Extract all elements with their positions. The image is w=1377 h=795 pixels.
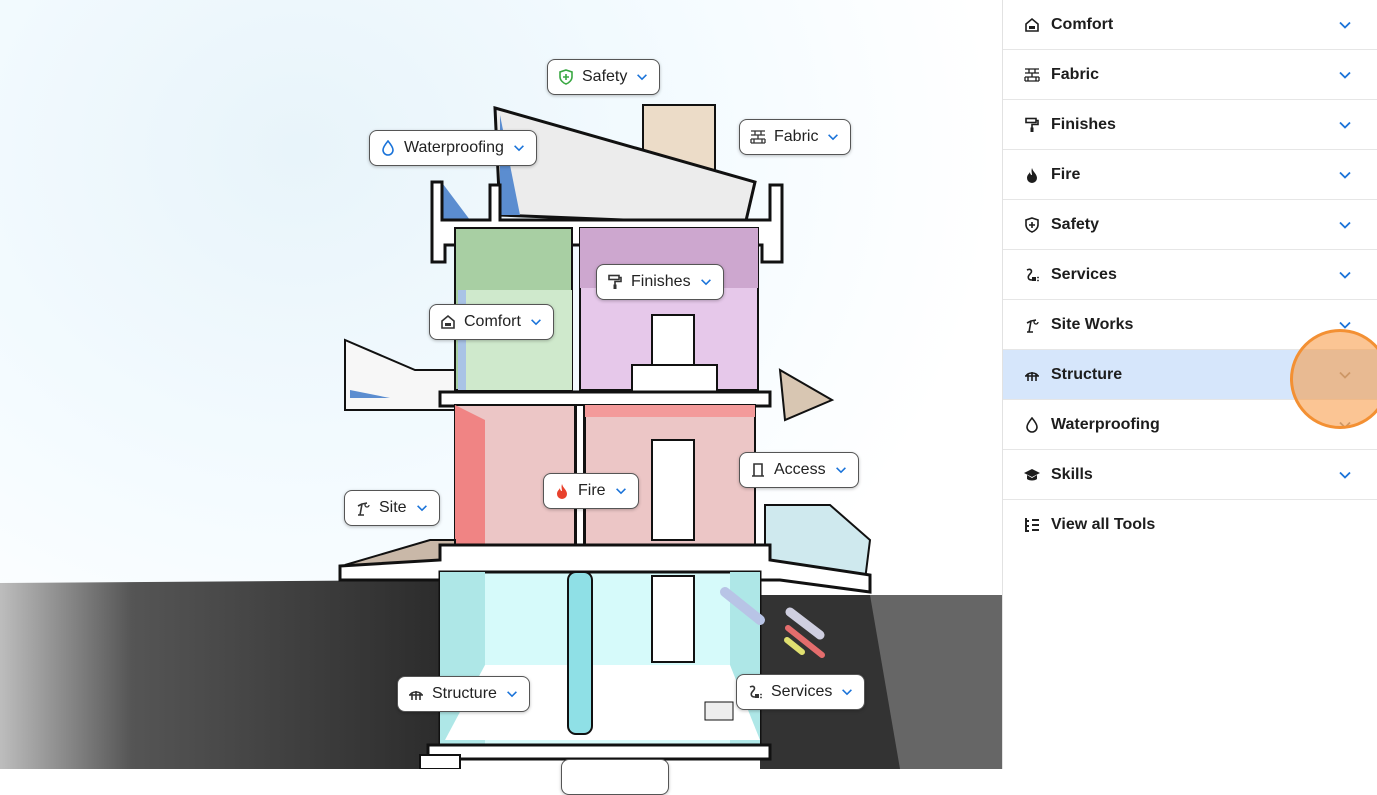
chevron-down-icon	[416, 505, 427, 512]
chevron-down-icon	[615, 488, 626, 495]
chevron-down-icon	[1339, 171, 1351, 179]
graduation-cap-icon	[1023, 466, 1041, 484]
chevron-down-icon	[637, 74, 648, 81]
category-label: Structure	[1051, 365, 1123, 383]
chevron-down-icon	[1339, 371, 1351, 379]
category-label: Fabric	[1051, 65, 1100, 83]
category-label: Skills	[1051, 465, 1093, 483]
hotspot-structure[interactable]: Structure	[397, 676, 530, 712]
category-label: Comfort	[1051, 15, 1114, 33]
hotspot-label: Safety	[582, 68, 628, 85]
tool-category-site-works[interactable]: Site Works	[1003, 300, 1377, 350]
list-tree-icon	[1023, 516, 1041, 534]
hotspot-label: Waterproofing	[404, 139, 504, 156]
hotspot-label: Site	[379, 499, 407, 516]
hotspot-label: Access	[774, 461, 826, 478]
shield-plus-icon	[1023, 216, 1041, 234]
hotspot-access[interactable]: Access	[739, 452, 859, 488]
hotspot-services[interactable]: Services	[736, 674, 866, 710]
hotspot-label: Services	[771, 683, 833, 700]
chevron-down-icon	[1339, 421, 1351, 429]
chevron-down-icon	[1339, 471, 1351, 479]
chevron-down-icon	[1339, 221, 1351, 229]
brick-wall-icon	[750, 129, 766, 145]
hotspot-fire[interactable]: Fire	[543, 473, 639, 509]
category-label: Services	[1051, 265, 1117, 283]
chevron-down-icon	[513, 145, 524, 152]
hotspot-label: Finishes	[631, 273, 691, 290]
view-all-tools-link[interactable]: View all Tools	[1003, 500, 1377, 550]
chevron-down-icon	[700, 279, 711, 286]
bridge-icon	[1023, 366, 1041, 384]
flame-icon	[554, 483, 570, 499]
chevron-down-icon	[1339, 321, 1351, 329]
flame-icon	[1023, 166, 1041, 184]
tool-category-comfort[interactable]: Comfort	[1003, 0, 1377, 50]
category-label: Waterproofing	[1051, 415, 1160, 433]
tool-category-finishes[interactable]: Finishes	[1003, 100, 1377, 150]
category-label: Safety	[1051, 215, 1100, 233]
tool-category-safety[interactable]: Safety	[1003, 200, 1377, 250]
building-illustration	[0, 104, 1002, 769]
chevron-down-icon	[1339, 271, 1351, 279]
tool-category-services[interactable]: Services	[1003, 250, 1377, 300]
chevron-down-icon	[828, 134, 839, 141]
chevron-down-icon	[1339, 121, 1351, 129]
category-label: Site Works	[1051, 315, 1134, 333]
bridge-icon	[408, 686, 424, 702]
chevron-down-icon	[506, 691, 517, 698]
crane-icon	[1023, 316, 1041, 334]
plug-icon	[1023, 266, 1041, 284]
category-label: Fire	[1051, 165, 1081, 183]
droplet-icon	[380, 140, 396, 156]
chevron-down-icon	[842, 689, 853, 696]
home-icon	[1023, 16, 1041, 34]
chevron-down-icon	[835, 467, 846, 474]
tool-category-structure[interactable]: Structure	[1003, 350, 1377, 400]
hotspot-finishes[interactable]: Finishes	[596, 264, 724, 300]
hotspot-site[interactable]: Site	[344, 490, 440, 526]
chevron-down-icon	[1339, 21, 1351, 29]
hotspot-label: Fabric	[774, 128, 819, 145]
droplet-icon	[1023, 416, 1041, 434]
tool-category-fabric[interactable]: Fabric	[1003, 50, 1377, 100]
hotspot-label: Comfort	[464, 313, 521, 330]
home-icon	[440, 314, 456, 330]
hotspot-safety[interactable]: Safety	[547, 59, 661, 95]
hotspot-comfort[interactable]: Comfort	[429, 304, 554, 340]
tool-category-waterproofing[interactable]: Waterproofing	[1003, 400, 1377, 450]
building-cross-section	[0, 0, 1002, 769]
shield-plus-icon	[558, 69, 574, 85]
hotspot-waterproofing[interactable]: Waterproofing	[369, 130, 537, 166]
paint-roller-icon	[607, 274, 623, 290]
brick-wall-icon	[1023, 66, 1041, 84]
tool-category-skills[interactable]: Skills	[1003, 450, 1377, 500]
hotspot-fabric[interactable]: Fabric	[739, 119, 852, 155]
tool-category-fire[interactable]: Fire	[1003, 150, 1377, 200]
category-label: Finishes	[1051, 115, 1116, 133]
door-icon	[750, 462, 766, 478]
crane-icon	[355, 500, 371, 516]
hotspot-partial[interactable]	[561, 759, 669, 795]
hotspot-label: Structure	[432, 685, 497, 702]
hotspot-label: Fire	[578, 482, 606, 499]
paint-roller-icon	[1023, 116, 1041, 134]
plug-icon	[747, 684, 763, 700]
view-all-tools-label: View all Tools	[1051, 516, 1156, 533]
chevron-down-icon	[530, 319, 541, 326]
chevron-down-icon	[1339, 71, 1351, 79]
